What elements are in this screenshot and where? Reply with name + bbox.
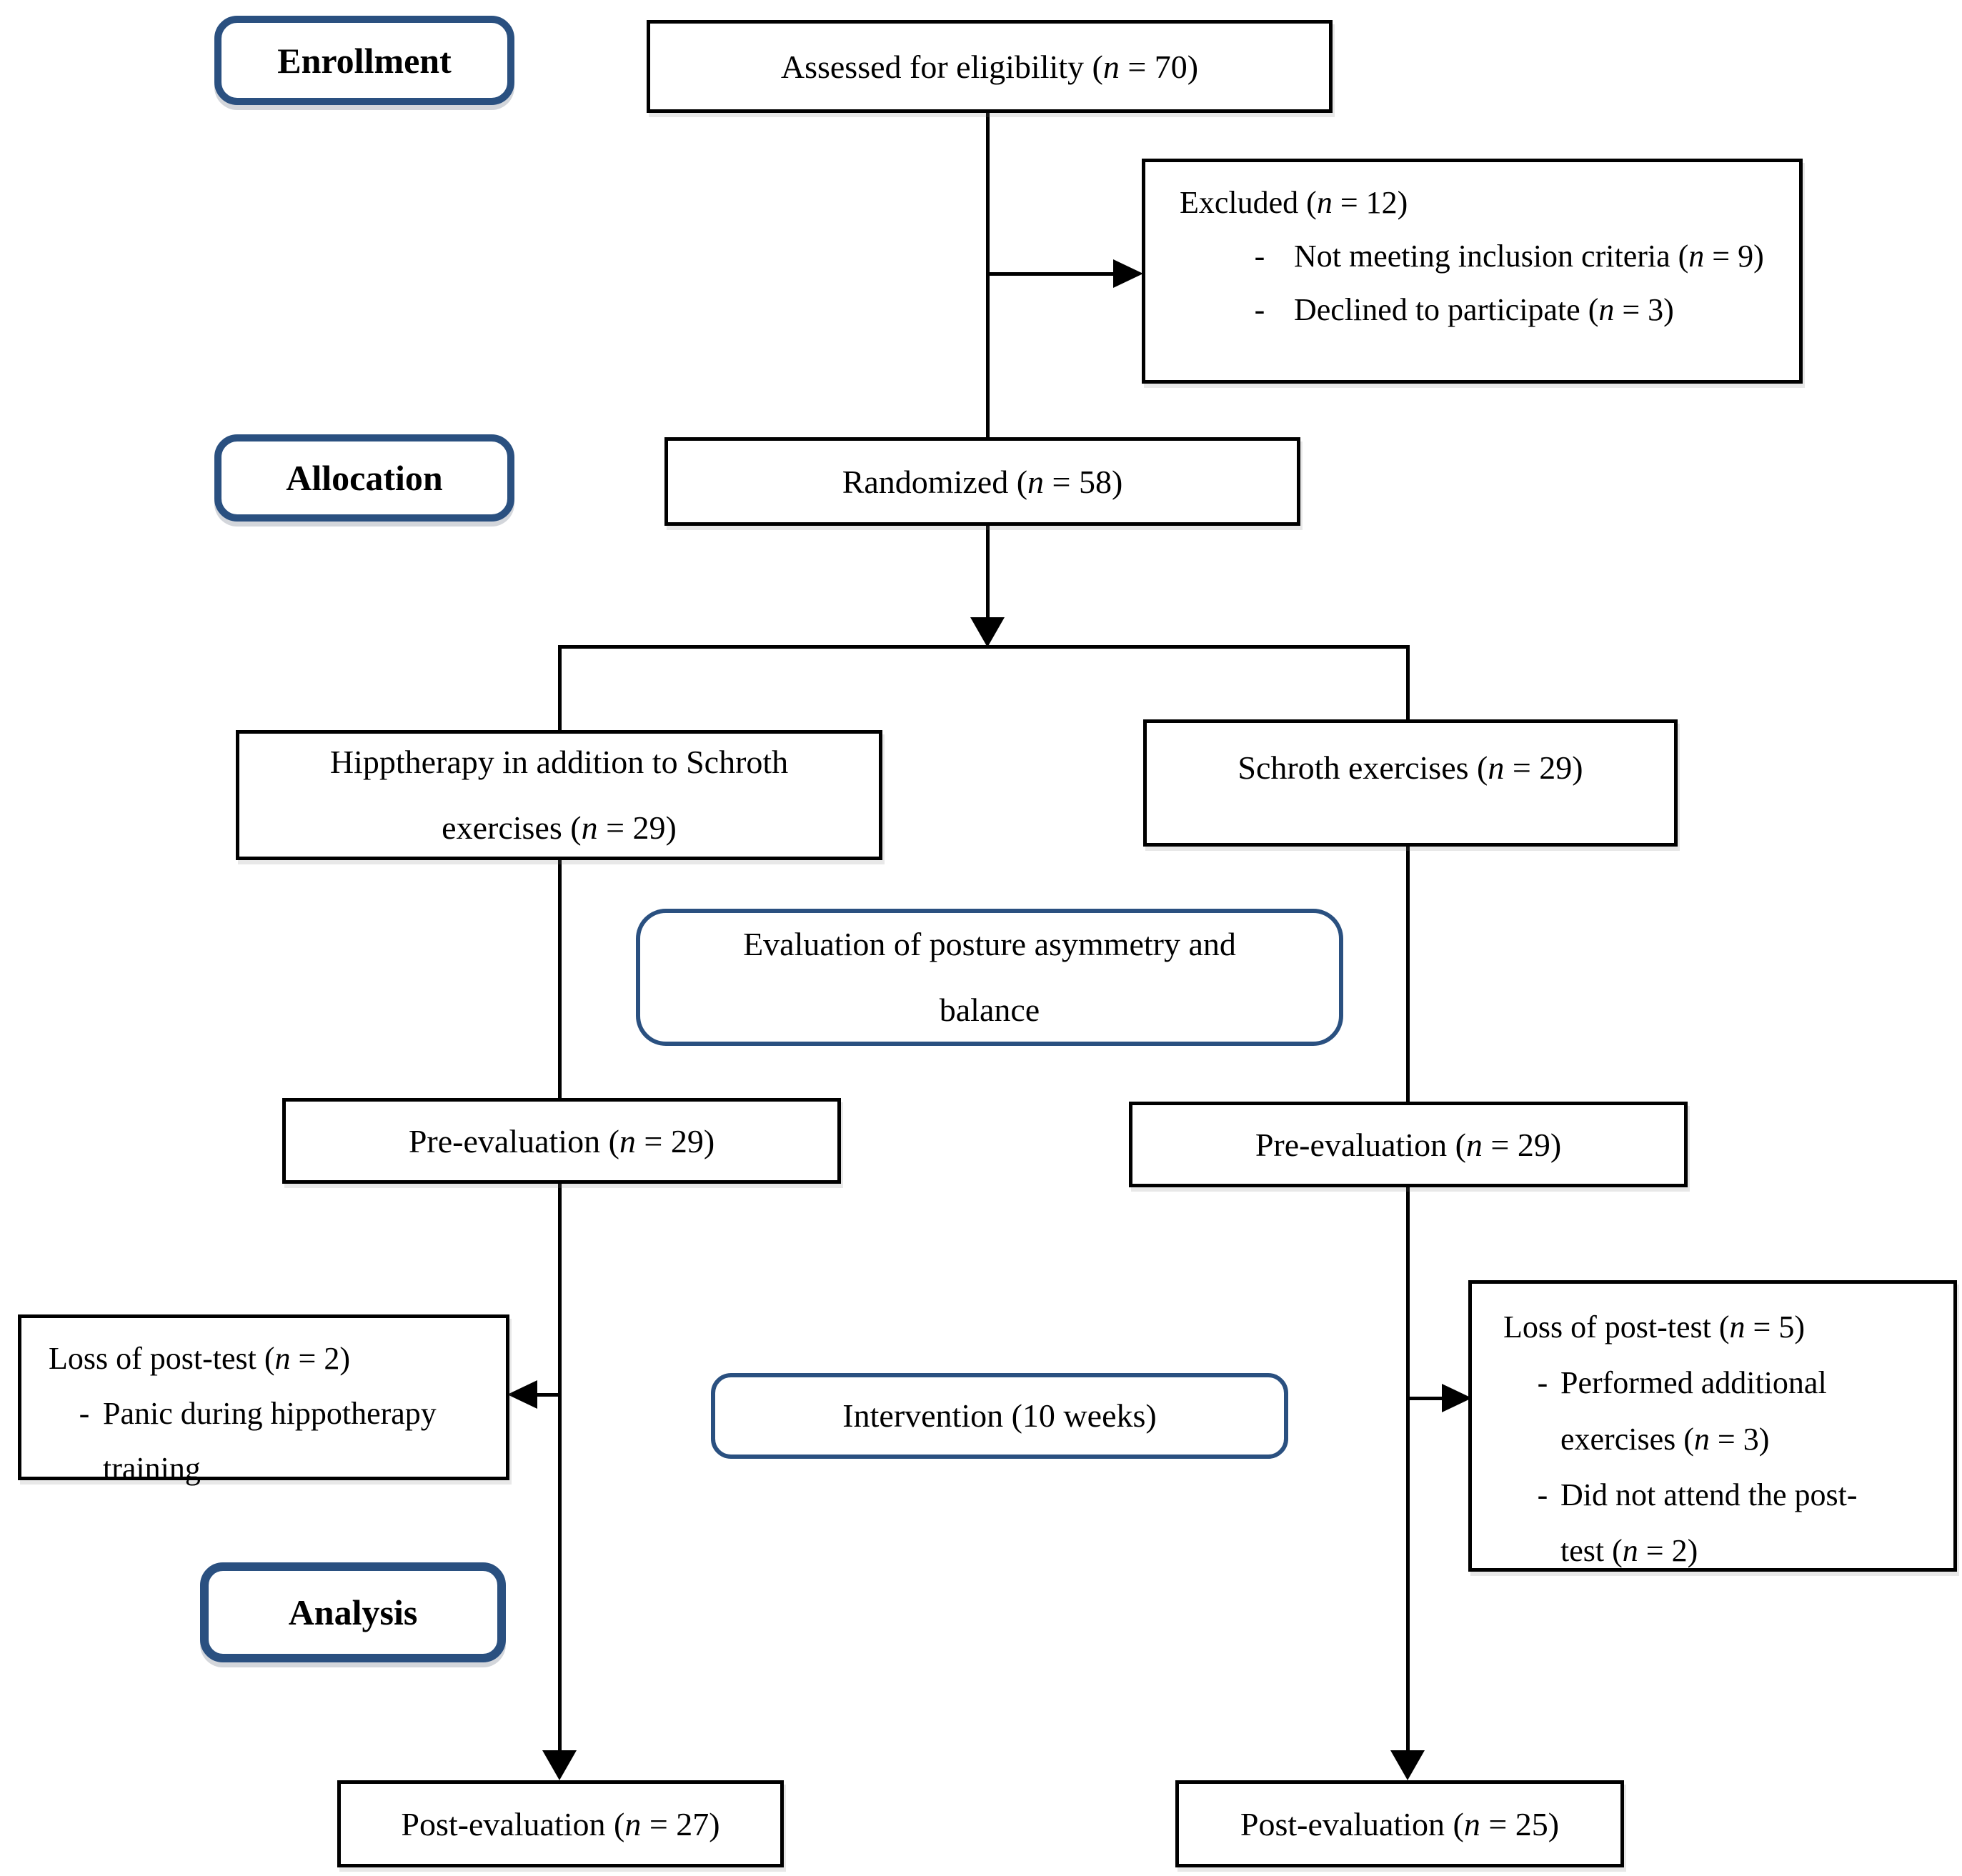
bullet-dash: - [1537,1365,1548,1401]
stage-label-enrollment-text: Enrollment [277,40,452,81]
box-group-schroth: Schroth exercises (n = 29) [1143,719,1678,847]
box-post-evaluation-right-text: Post-evaluation (n = 25) [1240,1805,1560,1842]
box-loss-left-title: Loss of post-test (n = 2) [49,1341,350,1376]
box-intervention-text: Intervention (10 weeks) [842,1397,1157,1435]
box-post-evaluation-right: Post-evaluation (n = 25) [1175,1780,1624,1867]
box-evaluation: Evaluation of posture asymmetry and bala… [636,909,1343,1046]
excluded-item-2-text: Declined to participate (n = 3) [1294,291,1674,327]
box-intervention: Intervention (10 weeks) [711,1373,1288,1459]
connector-right-column [1406,845,1410,1752]
box-pre-evaluation-right: Pre-evaluation (n = 29) [1129,1102,1688,1187]
box-evaluation-text: Evaluation of posture asymmetry and bala… [743,926,1236,1028]
stage-label-enrollment: Enrollment [214,16,514,105]
box-randomized-text: Randomized (n = 58) [842,463,1123,500]
bullet-dash: - [1254,291,1265,327]
arrowhead-into-excluded [1113,259,1143,288]
stage-label-analysis-text: Analysis [288,1592,418,1632]
connector-split-drop-right [1406,645,1410,721]
box-assessed-text: Assessed for eligibility (n = 70) [780,48,1199,85]
stage-label-allocation: Allocation [214,434,514,522]
connector-left-column [558,859,562,1752]
box-loss-right-title: Loss of post-test (n = 5) [1503,1309,1805,1344]
loss-right-item-1-text: Performed additional exercises (n = 3) [1560,1365,1827,1457]
box-post-evaluation-left-text: Post-evaluation (n = 27) [401,1805,720,1842]
box-pre-evaluation-left: Pre-evaluation (n = 29) [282,1098,841,1184]
box-loss-right: Loss of post-test (n = 5) - Performed ad… [1468,1280,1957,1572]
connector-split-horizontal [558,645,1410,649]
connector-split-drop-left [558,645,562,731]
box-post-evaluation-left: Post-evaluation (n = 27) [337,1780,784,1867]
arrowhead-split [970,617,1005,647]
box-assessed-for-eligibility: Assessed for eligibility (n = 70) [647,20,1333,113]
loss-left-item-1: - Panic during hippotherapy training [66,1386,494,1496]
box-excluded: Excluded (n = 12) - Not meeting inclusio… [1142,159,1803,384]
stage-label-allocation-text: Allocation [286,458,443,498]
box-randomized: Randomized (n = 58) [664,437,1300,526]
box-pre-evaluation-left-text: Pre-evaluation (n = 29) [408,1122,715,1159]
connector-branch-to-loss-left [527,1393,562,1397]
bullet-dash: - [1254,238,1265,274]
arrowhead-into-post-eval-left [542,1750,577,1780]
box-group-hippotherapy-text: Hipptherapy in addition to Schroth exerc… [329,744,789,846]
box-pre-evaluation-right-text: Pre-evaluation (n = 29) [1255,1126,1562,1163]
bullet-dash: - [1537,1477,1548,1512]
box-group-hippotherapy: Hipptherapy in addition to Schroth exerc… [236,730,882,860]
bullet-dash: - [79,1396,90,1431]
connector-branch-to-loss-right [1408,1397,1449,1400]
stage-label-analysis: Analysis [200,1562,506,1662]
excluded-item-1: - Not meeting inclusion criteria (n = 9) [1225,230,1782,284]
box-loss-left: Loss of post-test (n = 2) - Panic during… [18,1314,509,1486]
arrowhead-into-loss-right [1442,1384,1472,1412]
loss-right-item-1: - Performed additional exercises (n = 3) [1525,1355,1942,1467]
excluded-item-1-text: Not meeting inclusion criteria (n = 9) [1294,238,1764,274]
excluded-item-2: - Declined to participate (n = 3) [1225,284,1782,337]
loss-right-item-2: - Did not attend the post-test (n = 2) [1525,1467,1942,1580]
arrowhead-into-post-eval-right [1390,1750,1425,1780]
loss-right-item-2-text: Did not attend the post-test (n = 2) [1560,1477,1858,1569]
arrowhead-into-loss-left [507,1380,537,1409]
connector-randomized-to-split [986,526,990,620]
connector-branch-to-excluded [986,272,1122,276]
box-excluded-title: Excluded (n = 12) [1180,185,1408,220]
loss-left-item-1-text: Panic during hippotherapy training [103,1396,437,1486]
box-group-schroth-text: Schroth exercises (n = 29) [1238,749,1583,786]
